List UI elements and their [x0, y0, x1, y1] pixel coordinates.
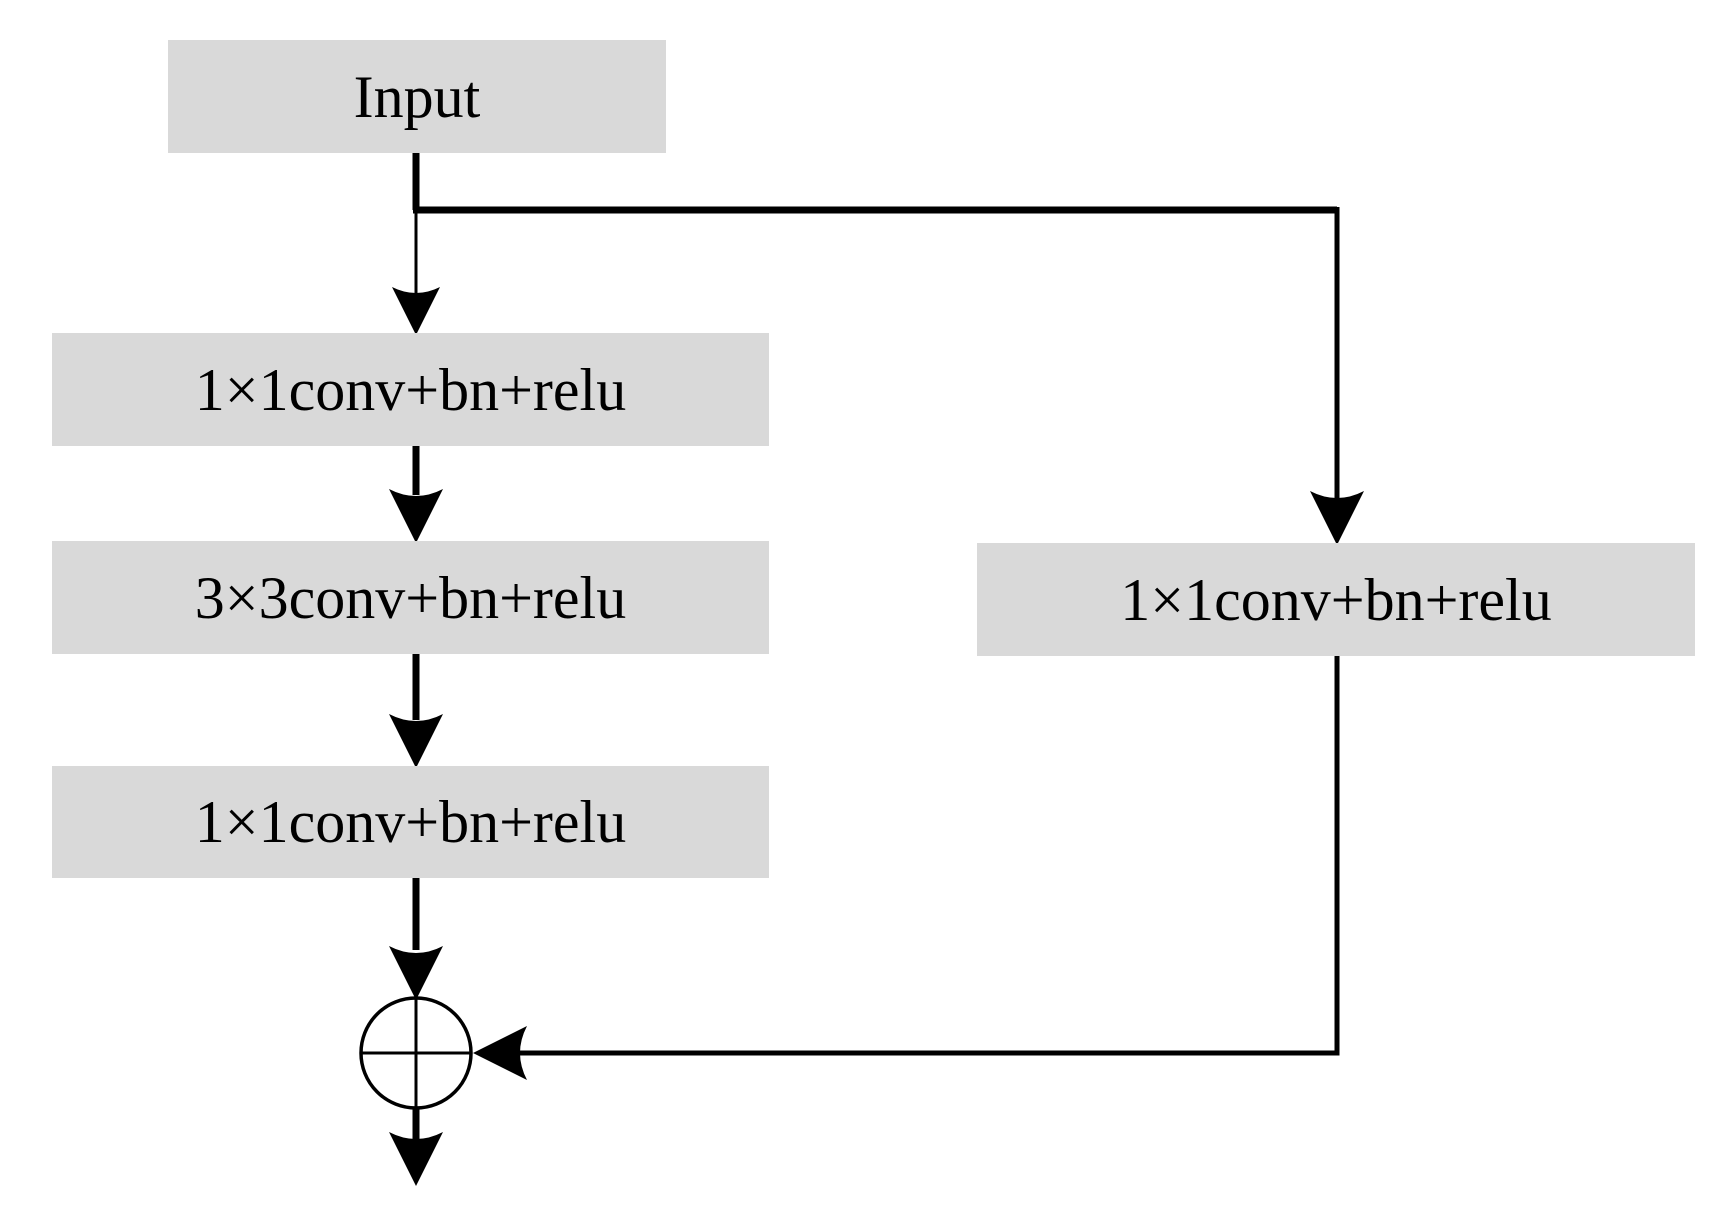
- node-input: Input: [168, 40, 666, 153]
- arrowhead-into-sum-right: [473, 1026, 527, 1080]
- node-conv3: 1×1conv+bn+relu: [52, 766, 769, 878]
- arrowhead-into-conv2: [389, 489, 443, 543]
- arrowhead-into-sum-top: [389, 946, 443, 1000]
- node-conv2-label: 3×3conv+bn+relu: [194, 564, 627, 631]
- arrowhead-output: [389, 1132, 443, 1186]
- node-conv1: 1×1conv+bn+relu: [52, 333, 769, 446]
- arrowhead-into-conv1: [392, 287, 440, 335]
- node-input-label: Input: [353, 63, 481, 130]
- node-shortcut: 1×1conv+bn+relu: [977, 543, 1695, 656]
- edge-shortcut-to-sum: [520, 656, 1340, 1056]
- node-shortcut-label: 1×1conv+bn+relu: [1120, 566, 1552, 633]
- node-conv2: 3×3conv+bn+relu: [52, 541, 769, 654]
- arrowhead-into-shortcut: [1310, 491, 1364, 545]
- node-conv3-label: 1×1conv+bn+relu: [194, 789, 627, 855]
- node-conv1-label: 1×1conv+bn+relu: [194, 356, 627, 423]
- arrowhead-into-conv3: [389, 714, 443, 768]
- sum-node-icon: [359, 996, 473, 1110]
